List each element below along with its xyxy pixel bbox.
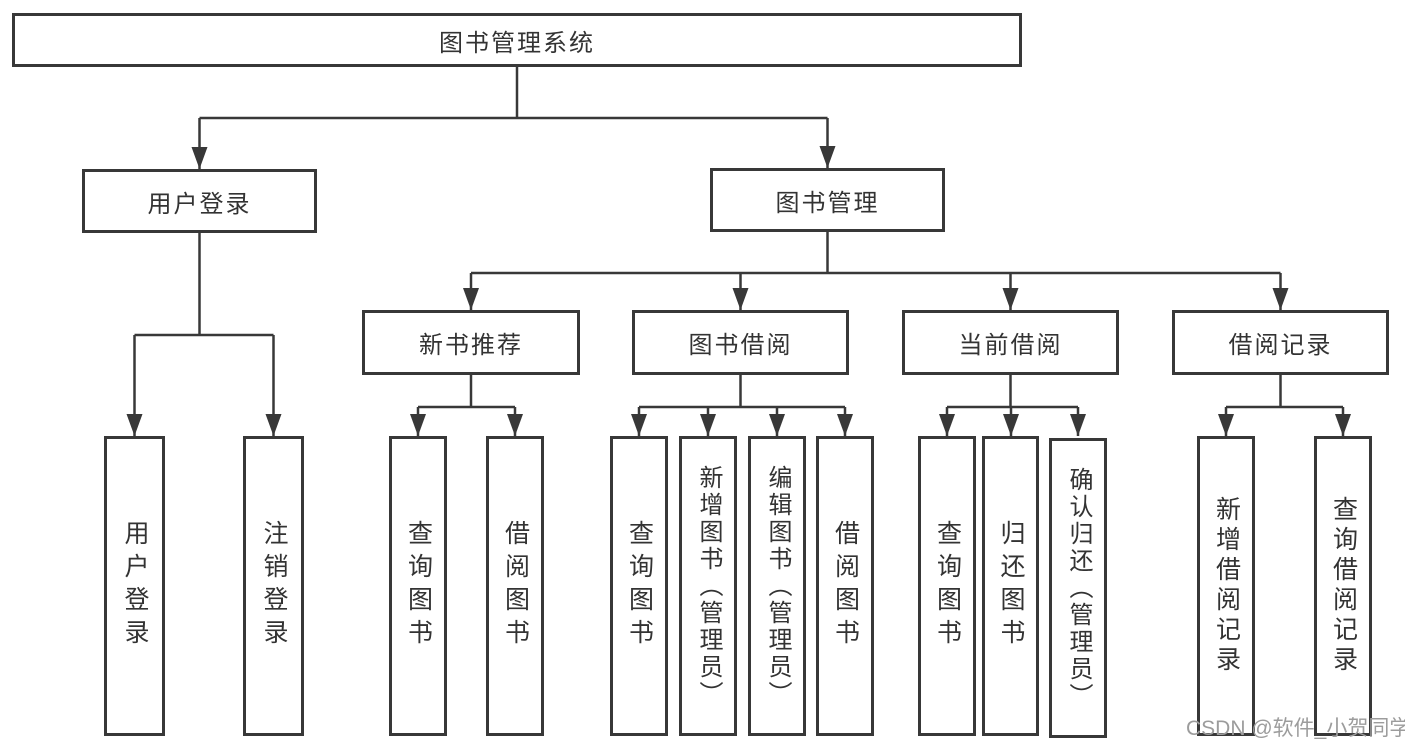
- leaf-label: 查询借阅记录: [1329, 496, 1358, 676]
- leaf-logout: 注销登录: [243, 436, 304, 736]
- leaf-query-borrow-record: 查询借阅记录: [1314, 436, 1372, 736]
- leaf-return-book: 归还图书: [982, 436, 1039, 736]
- node-book-management-branch: 图书管理: [710, 168, 945, 232]
- leaf-confirm-return-admin: 确认归还（管理员）: [1049, 438, 1107, 738]
- leaf-label: 编辑图书（管理员）: [764, 464, 791, 708]
- leaf-label: 借阅图书: [831, 520, 860, 652]
- leaf-borrow-books-recommend: 借阅图书: [486, 436, 544, 736]
- leaf-label: 归还图书: [997, 520, 1025, 652]
- node-label: 用户登录: [147, 190, 252, 218]
- node-user-login-branch: 用户登录: [82, 169, 317, 233]
- node-current-borrowing: 当前借阅: [902, 310, 1119, 375]
- leaf-label: 注销登录: [260, 520, 288, 652]
- leaf-label: 用户登录: [121, 520, 149, 652]
- node-label: 当前借阅: [958, 332, 1063, 359]
- node-borrowing-records: 借阅记录: [1172, 310, 1389, 375]
- node-label: 新书推荐: [419, 332, 523, 359]
- leaf-label: 借阅图书: [501, 520, 530, 652]
- leaf-label: 查询图书: [933, 520, 962, 652]
- leaf-add-borrow-record: 新增借阅记录: [1197, 436, 1255, 736]
- leaf-label: 查询图书: [625, 520, 654, 652]
- leaf-label: 查询图书: [404, 520, 433, 652]
- leaf-query-books-borrowing: 查询图书: [610, 436, 668, 736]
- node-library-management-system: 图书管理系统: [12, 13, 1022, 67]
- node-label: 图书借阅: [688, 332, 793, 359]
- leaf-edit-book-admin: 编辑图书（管理员）: [748, 436, 806, 736]
- leaf-borrow-books-borrowing: 借阅图书: [816, 436, 874, 736]
- leaf-label: 确认归还（管理员）: [1065, 466, 1092, 710]
- node-label: 借阅记录: [1228, 332, 1333, 359]
- node-label: 图书管理系统: [439, 29, 595, 57]
- leaf-label: 新增图书（管理员）: [695, 464, 722, 708]
- leaf-query-books-current: 查询图书: [918, 436, 976, 736]
- leaf-add-book-admin: 新增图书（管理员）: [679, 436, 737, 736]
- leaf-query-books-recommend: 查询图书: [389, 436, 447, 736]
- leaf-label: 新增借阅记录: [1212, 496, 1241, 676]
- node-book-borrowing: 图书借阅: [632, 310, 849, 375]
- leaf-user-login: 用户登录: [104, 436, 165, 736]
- node-new-book-recommendation: 新书推荐: [362, 310, 580, 375]
- node-label: 图书管理: [775, 189, 880, 217]
